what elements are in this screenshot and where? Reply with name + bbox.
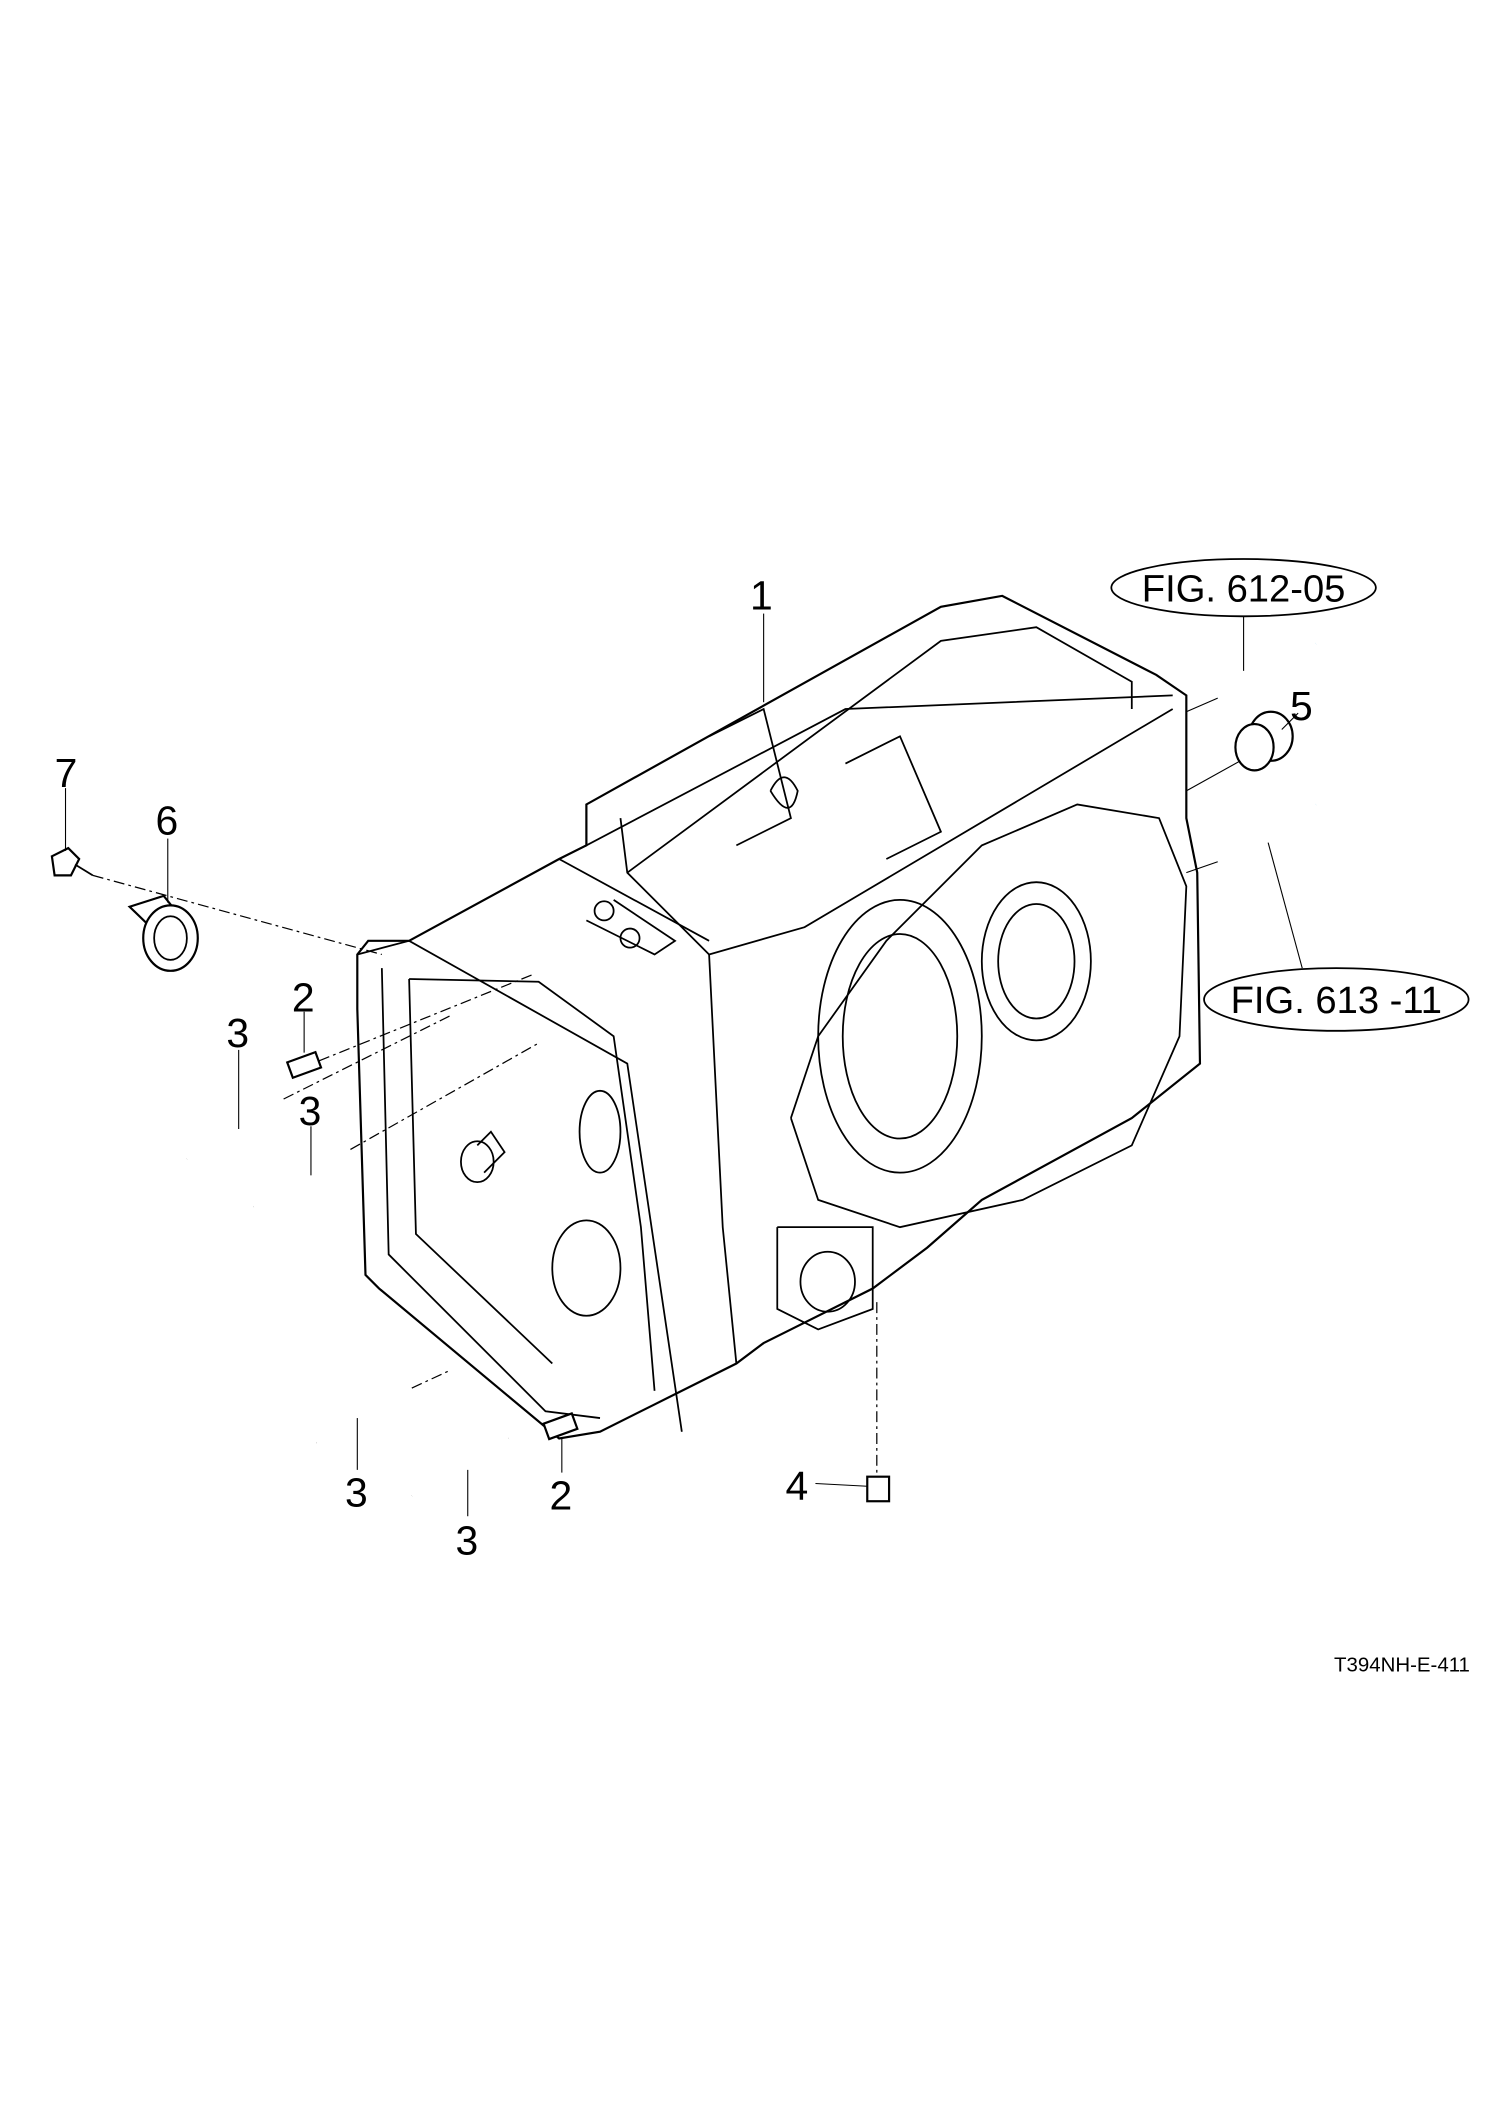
callout-4: 4 bbox=[785, 1463, 808, 1509]
reference-stud-upper bbox=[1186, 640, 1318, 713]
cover-part bbox=[127, 838, 199, 972]
plug-part bbox=[815, 1302, 891, 1503]
fig-reference-612-05[interactable]: FIG. 612-05 bbox=[1110, 558, 1377, 671]
fig-reference-613-11[interactable]: FIG. 613 -11 bbox=[1203, 842, 1470, 1032]
callout-6: 6 bbox=[156, 797, 179, 843]
callout-3-a: 3 bbox=[226, 1010, 249, 1056]
callout-2-upper: 2 bbox=[292, 975, 315, 1021]
callout-2-lower: 2 bbox=[550, 1472, 573, 1518]
reference-stud-lower bbox=[1186, 801, 1318, 874]
pin-upper bbox=[285, 974, 533, 1080]
stud-a bbox=[184, 1015, 451, 1163]
svg-text:FIG. 613 -11: FIG. 613 -11 bbox=[1231, 979, 1442, 1022]
callout-3-b: 3 bbox=[299, 1088, 322, 1134]
drawing-code: T394NH-E-411 bbox=[1334, 1654, 1470, 1677]
callout-1: 1 bbox=[750, 572, 773, 618]
stud-b bbox=[251, 1042, 539, 1211]
transmission-housing bbox=[356, 594, 1202, 1440]
cap-part bbox=[1186, 710, 1299, 792]
pin-lower bbox=[542, 1412, 579, 1473]
callout-3-c: 3 bbox=[345, 1470, 368, 1516]
svg-text:FIG. 612-05: FIG. 612-05 bbox=[1142, 567, 1346, 610]
callout-5: 5 bbox=[1290, 683, 1313, 729]
stud-d bbox=[409, 1434, 511, 1517]
bolt-part bbox=[50, 788, 94, 877]
callout-7: 7 bbox=[55, 750, 78, 796]
callout-3-d: 3 bbox=[455, 1517, 478, 1563]
stud-c bbox=[314, 1369, 451, 1470]
